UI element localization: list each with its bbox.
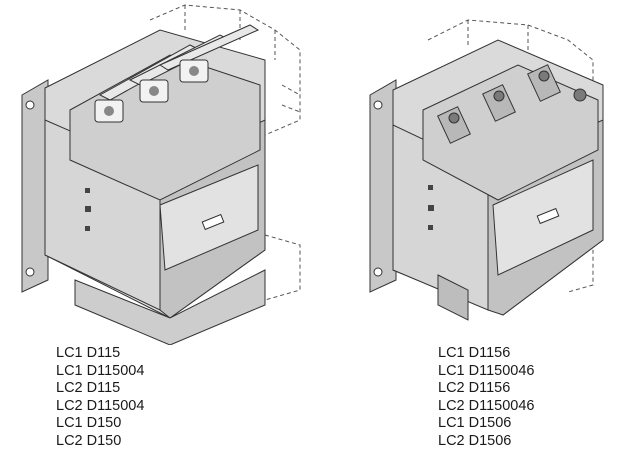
mounting-hole [373, 267, 383, 277]
product-code: LC1 D1506 [438, 415, 512, 432]
contactor-box-clamp-illustration [21, 4, 301, 345]
pole-separators [98, 24, 260, 101]
mounting-hole [25, 100, 35, 110]
product-code: LC2 D1506 [438, 432, 512, 449]
coil-label-window [201, 213, 225, 231]
product-code: LC2 D115004 [56, 397, 145, 414]
lug-screw-icons [448, 70, 587, 124]
front-markings [428, 185, 434, 230]
product-code-list-left: LC1 D115 LC1 D115004 LC2 D115 LC2 D11500… [56, 345, 144, 451]
front-markings [85, 188, 91, 231]
base-terminals [74, 269, 266, 345]
product-code: LC2 D1156 [438, 380, 511, 397]
terminal-block [422, 64, 599, 201]
contactor-lug-terminal-illustration [369, 19, 604, 321]
lug-terminals [437, 64, 561, 144]
product-code: LC2 D115 [56, 380, 121, 397]
product-code-list-right: LC1 D1156 LC1 D1150046 LC2 D1156 LC2 D11… [438, 345, 534, 451]
product-code: LC2 D150 [56, 432, 122, 449]
product-code: LC1 D1156 [438, 345, 511, 361]
mounting-plate [21, 79, 49, 293]
product-code: LC1 D1150046 [438, 362, 535, 379]
product-code: LC2 D1150046 [438, 397, 535, 414]
product-code: LC1 D115 [56, 345, 121, 361]
product-code: LC1 D115004 [56, 362, 145, 379]
mounting-hole [25, 267, 35, 277]
mounting-hole [373, 100, 383, 110]
clamp-screw-icons [104, 66, 199, 116]
product-code: LC1 D150 [56, 415, 122, 432]
lower-terminal [437, 274, 469, 321]
coil-cover [159, 164, 259, 271]
mounting-plate [369, 79, 397, 293]
coil-label-window [536, 207, 560, 225]
